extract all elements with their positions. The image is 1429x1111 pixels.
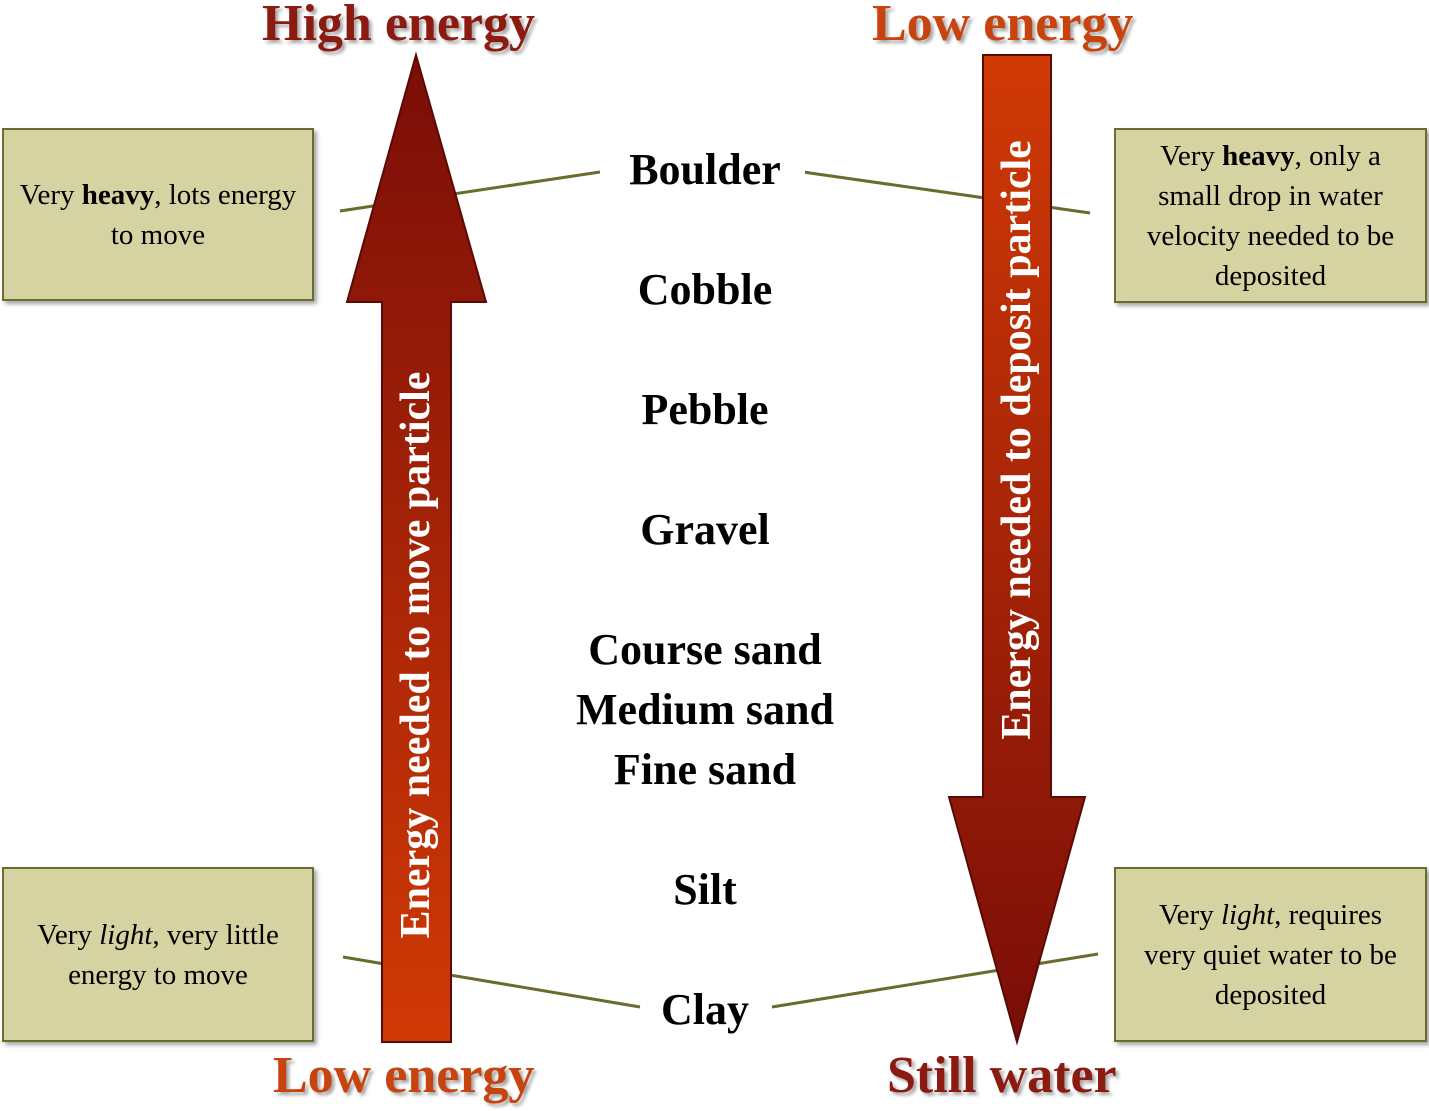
- up-arrow: [345, 51, 488, 1043]
- down-arrow-label: Energy needed to deposit particle: [994, 140, 1040, 740]
- leader-line-clay-right: [771, 952, 1099, 1009]
- note-boulder-move-text: Very heavy, lots energy to move: [19, 178, 297, 251]
- note-clay-deposit-text: Very light, requires very quiet water to…: [1144, 898, 1397, 1011]
- note-boulder-deposit: Very heavy, only a small drop in water v…: [1114, 128, 1427, 303]
- down-arrow: [947, 54, 1087, 1046]
- particle-course-sand: Course sand: [545, 624, 865, 676]
- heading-still-water: Still water: [887, 1047, 1117, 1104]
- note-clay-move: Very light, very little energy to move: [2, 867, 314, 1042]
- up-arrow-label: Energy needed to move particle: [393, 372, 439, 939]
- particle-gravel: Gravel: [545, 504, 865, 556]
- heading-low-energy-top: Low energy: [872, 0, 1134, 52]
- particle-silt: Silt: [545, 864, 865, 916]
- particle-boulder: Boulder: [605, 144, 805, 196]
- heading-high-energy: High energy: [262, 0, 535, 52]
- note-clay-move-text: Very light, very little energy to move: [37, 918, 279, 991]
- note-boulder-move: Very heavy, lots energy to move: [2, 128, 314, 301]
- particle-medium-sand: Medium sand: [545, 684, 865, 736]
- heading-low-energy-bottom: Low energy: [273, 1047, 535, 1104]
- particle-pebble: Pebble: [545, 384, 865, 436]
- note-clay-deposit: Very light, requires very quiet water to…: [1114, 867, 1427, 1042]
- particle-clay: Clay: [642, 984, 768, 1036]
- particle-fine-sand: Fine sand: [545, 744, 865, 796]
- note-boulder-deposit-text: Very heavy, only a small drop in water v…: [1146, 139, 1395, 292]
- particle-cobble: Cobble: [545, 264, 865, 316]
